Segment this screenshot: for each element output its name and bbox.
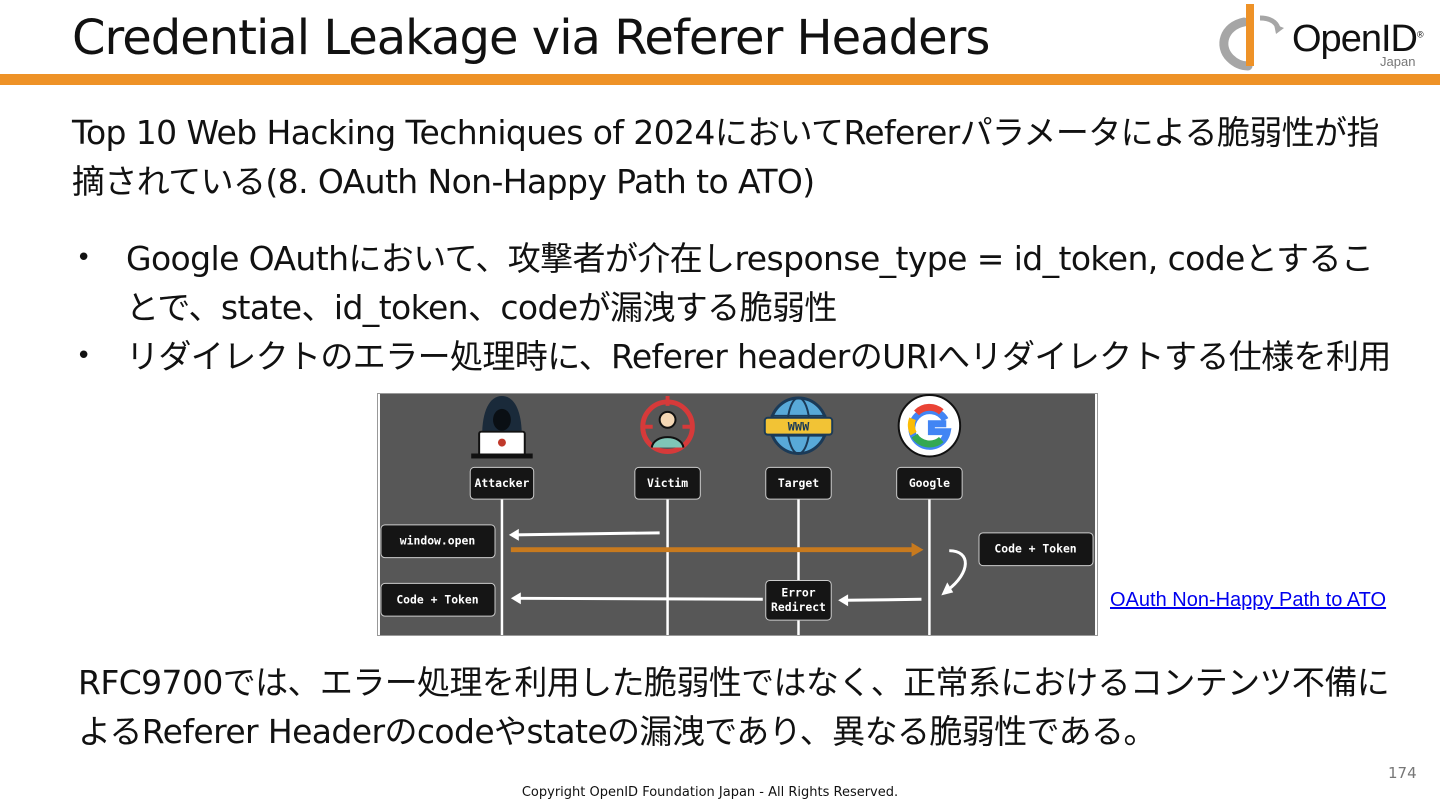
bullet-item: •Google OAuthにおいて、攻撃者が介在しresponse_type =… — [72, 234, 1402, 332]
actor-google-box: Google — [896, 466, 963, 500]
copyright-footer: Copyright OpenID Foundation Japan - All … — [521, 785, 899, 800]
code-token-left-label: Code + Token — [396, 592, 478, 606]
arrow-google-to-target — [838, 594, 922, 607]
www-label: WWW — [788, 420, 810, 434]
actor-target-box: Target — [765, 466, 832, 500]
source-link[interactable]: OAuth Non-Happy Path to ATO — [1110, 589, 1387, 611]
bullet-list: •Google OAuthにおいて、攻撃者が介在しresponse_type =… — [72, 234, 1402, 381]
actor-victim-box: Victim — [634, 466, 701, 500]
actor-target-label: Target — [778, 476, 819, 490]
www-globe-icon: WWW — [763, 396, 834, 455]
arrow-attacker-to-google — [510, 542, 924, 557]
google-logo-icon — [897, 394, 962, 458]
bullet-item: •リダイレクトのエラー処理時に、Referer headerのURIへリダイレク… — [72, 332, 1402, 381]
actor-victim-label: Victim — [647, 476, 688, 490]
curved-redirect-arrow — [941, 549, 967, 596]
intro-paragraph: Top 10 Web Hacking Techniques of 2024におい… — [72, 113, 1379, 201]
actor-attacker-box: Attacker — [469, 466, 535, 500]
hacker-icon — [471, 395, 533, 459]
actor-google-label: Google — [909, 476, 950, 490]
slide-title: Credential Leakage via Referer Headers — [72, 10, 990, 66]
bullet-dot: • — [76, 341, 91, 371]
window-open-box: window.open — [380, 524, 496, 559]
error-redirect-label-line1: Error — [781, 585, 815, 599]
error-redirect-label-line2: Redirect — [771, 600, 826, 614]
bullet-dot: • — [76, 243, 91, 273]
openid-logo-icon — [1219, 4, 1284, 71]
arrow-target-to-attacker — [510, 592, 763, 605]
code-token-right-label: Code + Token — [994, 542, 1076, 556]
logo-name: OpenID® — [1292, 18, 1424, 60]
logo-sub-japan: Japan — [1380, 54, 1416, 69]
page-number: 174 — [1388, 764, 1417, 782]
code-token-right-box: Code + Token — [978, 532, 1094, 567]
conclusion-paragraph: RFC9700では、エラー処理を利用した脆弱性ではなく、正常系におけるコンテンツ… — [78, 663, 1390, 751]
actor-attacker-label: Attacker — [475, 476, 530, 490]
error-redirect-box: Error Redirect — [765, 579, 832, 621]
title-underline-bar — [0, 74, 1440, 85]
target-victim-icon — [640, 395, 695, 455]
arrow-victim-to-attacker — [508, 528, 660, 541]
window-open-label: window.open — [400, 534, 475, 548]
oauth-flow-diagram: WWW Attacker Victim Target Google window… — [377, 393, 1098, 636]
code-token-left-box: Code + Token — [380, 582, 496, 617]
